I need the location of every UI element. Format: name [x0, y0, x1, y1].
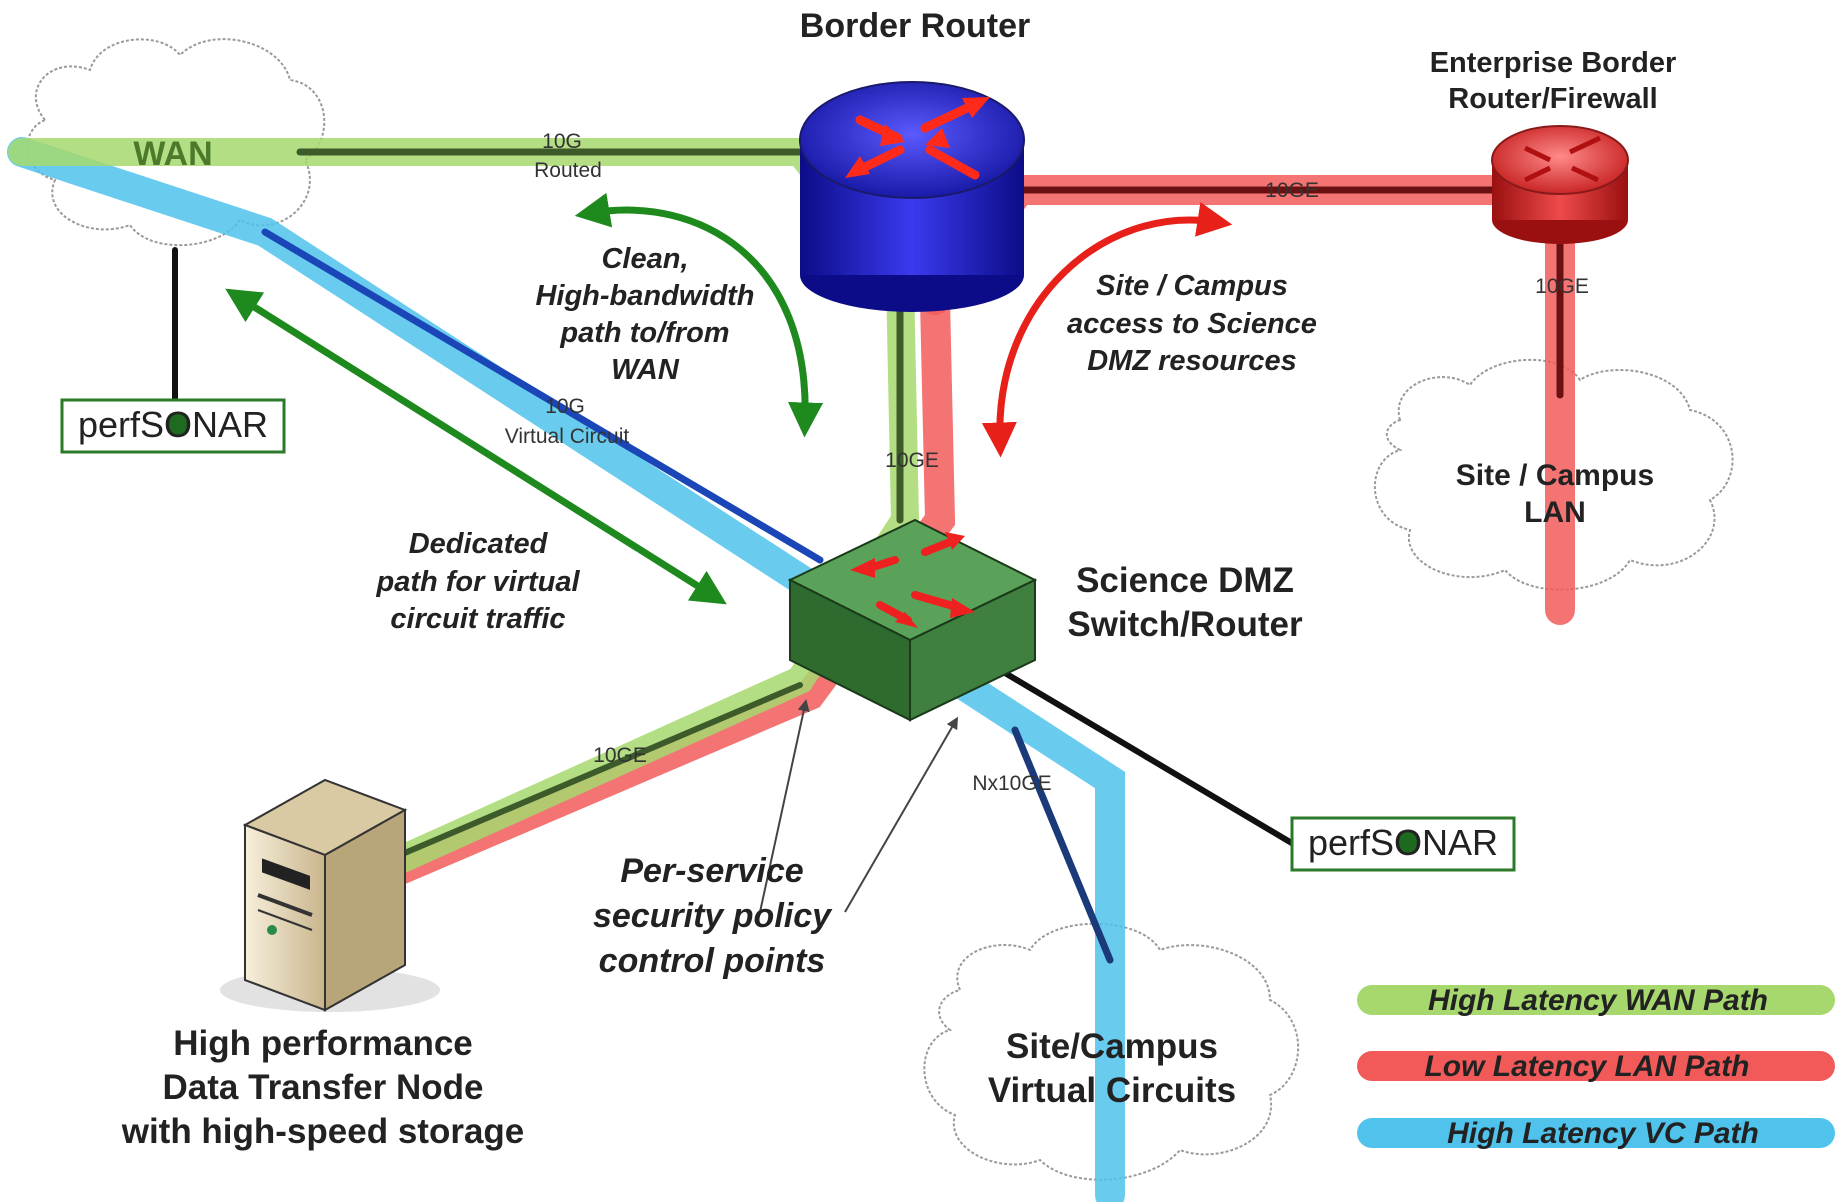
perfsonar-right-dot-icon	[1396, 830, 1420, 854]
dedicated-text-3: circuit traffic	[390, 603, 565, 635]
wan-link-speed: 10G	[542, 130, 582, 153]
border-enterprise-speed: 10GE	[1265, 179, 1319, 202]
policy-text-1: Per-service	[620, 852, 803, 890]
wan-path-band	[8, 138, 920, 874]
science-dmz-switch-icon	[787, 518, 1038, 722]
enterprise-border-label-1: Enterprise Border	[1430, 47, 1677, 79]
wan-label: WAN	[133, 135, 212, 173]
dmz-vc-speed: Nx10GE	[972, 772, 1051, 795]
clean-path-text-3: path to/from	[559, 317, 729, 349]
border-dmz-speed: 10GE	[885, 449, 939, 472]
dtn-label-1: High performance	[173, 1024, 473, 1063]
science-dmz-label-1: Science DMZ	[1076, 561, 1294, 600]
legend-label-wan: High Latency WAN Path	[1428, 984, 1768, 1017]
legend-item-wan: High Latency WAN Path	[1357, 984, 1835, 1017]
dedicated-text-2: path for virtual	[375, 566, 580, 598]
legend-item-vc: High Latency VC Path	[1357, 1117, 1835, 1150]
dedicated-path-arrow	[225, 288, 727, 605]
perfsonar-left-dot-icon	[166, 412, 190, 436]
enterprise-lan-speed: 10GE	[1535, 275, 1589, 298]
perfsonar-right-label: perfSONAR	[1308, 822, 1498, 863]
enterprise-firewall-icon	[1491, 125, 1629, 244]
site-vc-label-1: Site/Campus	[1006, 1027, 1218, 1066]
dtn-label-3: with high-speed storage	[121, 1112, 525, 1151]
site-access-text-2: access to Science	[1067, 308, 1317, 340]
site-lan-label-2: LAN	[1524, 496, 1586, 529]
perfsonar-right: perfSONAR	[1290, 816, 1516, 872]
site-vc-label-2: Virtual Circuits	[988, 1071, 1236, 1110]
policy-pointer-lines	[759, 699, 959, 913]
perfsonar-left-label: perfSONAR	[78, 404, 268, 445]
wan-link-type: Routed	[534, 159, 602, 182]
site-access-text-1: Site / Campus	[1096, 270, 1288, 302]
policy-text-2: security policy	[593, 897, 833, 935]
clean-path-text-4: WAN	[611, 354, 680, 386]
border-router-icon	[799, 81, 1025, 312]
enterprise-border-label-2: Router/Firewall	[1448, 83, 1658, 115]
policy-text-3: control points	[599, 942, 826, 980]
clean-path-text-1: Clean,	[601, 243, 688, 275]
legend-label-lan: Low Latency LAN Path	[1424, 1050, 1749, 1083]
dtn-label-2: Data Transfer Node	[163, 1068, 484, 1107]
perfsonar-left: perfSONAR	[60, 398, 286, 454]
dedicated-text-1: Dedicated	[409, 528, 549, 560]
legend-label-vc: High Latency VC Path	[1447, 1117, 1759, 1150]
legend: High Latency WAN Path Low Latency LAN Pa…	[1357, 984, 1835, 1150]
site-lan-label-1: Site / Campus	[1456, 459, 1654, 492]
border-router-label: Border Router	[800, 7, 1030, 45]
vc-link-speed: 10G	[545, 395, 585, 418]
site-access-arrow	[981, 202, 1233, 458]
science-dmz-label-2: Switch/Router	[1067, 605, 1303, 644]
clean-path-arrow	[574, 192, 824, 438]
vc-link-type: Virtual Circuit	[505, 425, 630, 448]
legend-item-lan: Low Latency LAN Path	[1357, 1050, 1835, 1083]
site-access-text-3: DMZ resources	[1087, 345, 1297, 377]
clean-path-text-2: High-bandwidth	[535, 280, 754, 312]
dmz-dtn-speed: 10GE	[593, 744, 647, 767]
dtn-server-icon	[220, 778, 440, 1012]
